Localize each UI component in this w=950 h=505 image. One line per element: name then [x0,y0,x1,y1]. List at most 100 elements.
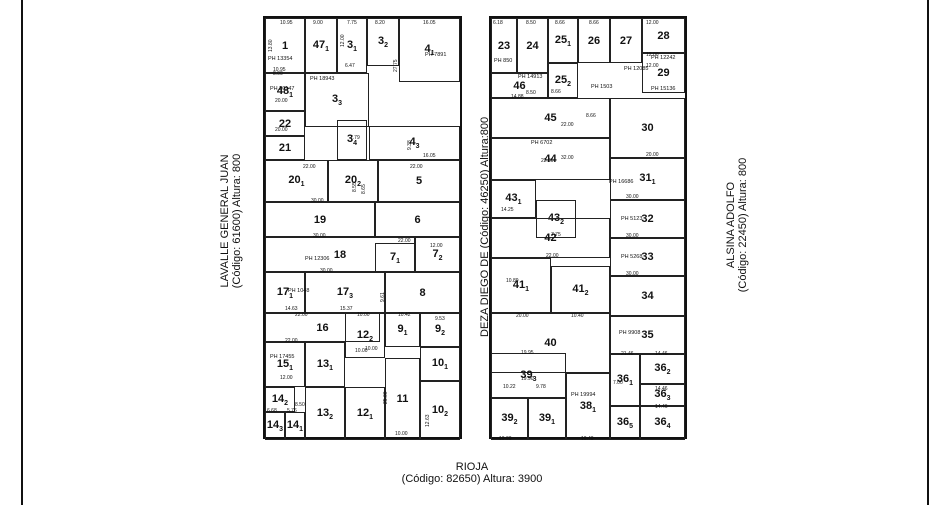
parcel-lot: 34 [610,276,685,316]
parcel-subnumber: 2 [284,399,289,407]
parcel-lot: 173 [305,272,385,313]
lot-dimension: 12.00 [280,375,293,381]
parcel-subnumber: 2 [357,181,362,189]
parcel-lot: 91 [385,313,420,347]
parcel-lot: 5 [378,160,460,202]
parcel-subnumber: 1 [517,199,522,207]
parcel-lot: 143 [265,412,285,440]
parcel-subnumber: 1 [300,181,305,189]
lot-dimension: 22.00 [546,253,559,259]
lot-dimension: 9.00 [313,20,323,26]
lot-dimension: 27.75 [393,59,399,72]
parcel-lot: 392 [491,398,528,440]
parcel-lot: 72 [415,237,460,272]
parcel-number: 32 [641,213,654,225]
lot-dimension: 22.00 [541,158,554,164]
lot-dimension: 14.63 [285,306,298,312]
parcel-lot: 391 [528,398,566,440]
lot-dimension: 8.55 [352,182,358,192]
parcel-subnumber: 1 [567,40,572,48]
parcel-lot: 21 [265,136,305,160]
lot-dimension: 14.46 [655,386,668,392]
parcel-number: 393 [520,368,537,383]
ph-label: PH 6702 [531,140,553,146]
parcel-number: 173 [336,285,354,300]
parcel-lot: 121 [345,387,385,440]
parcel-lot: 361 [610,354,640,406]
parcel-number: 251 [554,33,572,48]
parcel-number: 363 [654,387,671,403]
parcel-subnumber: 1 [353,45,358,53]
parcel-lot: 28 [642,18,685,53]
lot-dimension: 30.00 [320,268,333,274]
lot-dimension: 8.66 [589,20,599,26]
parcel-lot: 471 [305,18,337,73]
lot-dimension: 8.20 [375,20,385,26]
parcel-number: 201 [288,173,305,189]
parcel-lot: 23 [491,18,517,73]
parcel-number: 481 [276,84,294,100]
parcel-lot: 412 [551,266,610,313]
parcel-subnumber: 2 [560,219,565,227]
parcel-number: 432 [547,211,565,227]
parcel-number: 361 [616,372,634,388]
page-frame-right [927,0,929,505]
parcel-lot: 101 [420,347,460,381]
lot-dimension: 12.00 [340,34,346,47]
parcel-subnumber: 2 [384,42,389,50]
parcel-number: 44 [544,153,557,165]
parcel-lot: 6 [375,202,460,237]
lot-dimension: 7.75 [347,20,357,26]
parcel-number: 365 [616,415,634,431]
lot-dimension: 30.00 [626,271,639,277]
parcel-number: 18 [333,248,347,261]
lot-dimension: 8.66 [551,89,561,95]
lot-dimension: 30.00 [626,233,639,239]
parcel-lot: 46 [491,73,548,98]
lot-dimension: 30.00 [311,198,324,204]
parcel-subnumber: 2 [444,410,449,418]
parcel-number: 40 [544,337,557,349]
lot-dimension: 21.46 [621,351,634,357]
parcel-subnumber: 1 [592,406,597,414]
lot-dimension: 14.46 [655,351,668,357]
parcel-number: 364 [654,415,671,431]
parcel-number: 122 [356,328,374,343]
parcel-subnumber: 1 [396,257,401,265]
lot-dimension: 10.00 [499,436,512,442]
parcel-lot: 26 [578,18,610,63]
lot-dimension: 10.95 [273,67,286,73]
lot-dimension: 20.00 [646,152,659,158]
parcel-lot: 44 [491,138,610,180]
parcel-subnumber: 1 [651,179,656,187]
parcel-number: 24 [526,39,539,52]
parcel-subnumber: 2 [666,369,671,377]
parcel-lot: 362 [640,354,685,384]
parcel-lot: 71 [375,243,415,272]
parcel-number: 27 [619,34,633,47]
ph-label: PH 13354 [268,56,293,62]
lot-dimension: 8.66 [555,20,565,26]
lot-dimension: 20.00 [516,313,529,319]
parcel-number: 392 [501,411,518,427]
parcel-number: 46 [513,79,526,92]
parcel-number: 6 [414,213,421,226]
lot-dimension: 12.00 [430,243,443,249]
street-code-east: (Código: 22450) Altura: 800 [737,157,749,293]
parcel-number: 142 [271,392,289,407]
parcel-lot: 431 [491,180,536,218]
parcel-number: 411 [512,278,530,293]
street-code-west: (Código: 61600) Altura: 800 [231,153,243,289]
ph-label: PH 12242 [651,55,676,61]
parcel-lot: 40 [491,313,610,373]
parcel-number: 101 [431,356,449,372]
lot-dimension: 10.89 [506,278,519,284]
lot-dimension: 16.05 [423,153,436,159]
lot-dimension: 6.68 [267,408,277,414]
parcel-number: 71 [389,250,401,265]
parcel-lot: 481 [265,73,305,111]
parcel-number: 151 [276,357,294,372]
parcel-lot: 151 [265,342,305,387]
